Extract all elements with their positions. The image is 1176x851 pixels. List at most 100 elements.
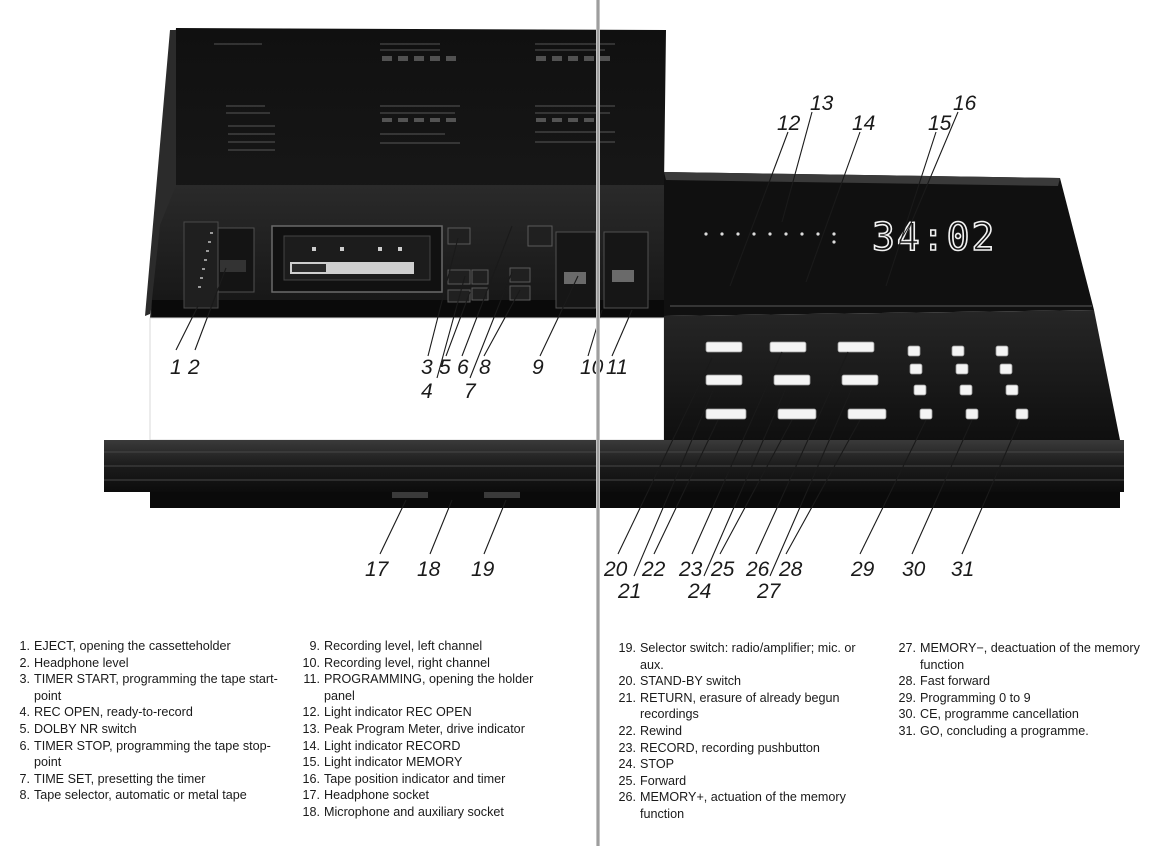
cassette-deck (150, 185, 664, 318)
legend-item-text: Headphone level (34, 655, 129, 670)
callout-numbers: 1 2 3 4 5 6 7 8 9 10 11 12 13 14 15 16 1… (170, 92, 977, 603)
callout-31: 31 (951, 558, 974, 581)
legend-item: 20.STAND-BY switch (616, 673, 878, 690)
legend-item-text: TIMER START, programming the tape start-… (34, 672, 278, 703)
legend-item: 7.TIME SET, presetting the timer (10, 771, 278, 788)
legend-item-text: Tape selector, automatic or metal tape (34, 788, 247, 803)
legend-item-number: 29. (898, 690, 916, 705)
legend-item-text: TIMER STOP, programming the tape stop-po… (34, 738, 271, 770)
legend-item-number: 8. (19, 788, 30, 803)
legend-item: 23. RECORD, recording pushbutton (616, 740, 878, 757)
callout-22: 22 (641, 558, 666, 581)
legend-item-number: 3. (19, 672, 30, 687)
legend-item: 15. Light indicator MEMORY (300, 754, 562, 771)
legend-item-text: CE, programme cancellation (920, 707, 1079, 722)
legend-item-number: 10. (302, 655, 320, 670)
callout-11: 11 (606, 356, 628, 379)
legend-item: 1.EJECT, opening the cassetteholder (10, 638, 278, 655)
legend-item: 3. TIMER START, programming the tape star… (10, 671, 278, 704)
legend-item-number: 15. (302, 755, 320, 770)
legend-item: 8. Tape selector, automatic or metal tape (10, 787, 278, 804)
legend-item-text: Tape position indicator and timer (324, 771, 506, 786)
legend-item: 13. Peak Program Meter, drive indicator (300, 721, 562, 738)
callout-28: 28 (778, 558, 803, 581)
callout-1: 1 (170, 356, 182, 379)
legend-item-number: 26. (618, 790, 636, 805)
legend-item-text: Rewind (640, 723, 682, 738)
legend-item: 25.Forward (616, 773, 878, 790)
legend-item-text: MEMORY−, deactuation of the memory funct… (920, 641, 1140, 672)
legend-item-number: 28. (898, 674, 916, 689)
callout-19: 19 (471, 558, 495, 581)
legend-item: 10. Recording level, right channel (300, 655, 562, 672)
legend-item-number: 19. (618, 641, 636, 655)
legend-column-3: 19. Selector switch: radio/amplifier; mic… (616, 640, 878, 823)
plinth (104, 440, 1124, 508)
legend-item-text: Light indicator RECORD (324, 738, 461, 753)
callout-24: 24 (687, 580, 711, 603)
legend-item: 6. TIMER STOP, programming the tape stop-… (10, 738, 278, 771)
legend-item-text: Light indicator REC OPEN (324, 705, 472, 720)
callout-5: 5 (439, 356, 451, 379)
callout-30: 30 (902, 558, 926, 581)
legend-item-text: MEMORY+, actuation of the memory functio… (640, 790, 846, 821)
timer-display: 34:02 (872, 215, 996, 259)
callout-12: 12 (777, 112, 801, 135)
legend-item-text: Recording level, right channel (324, 655, 490, 670)
leader-lines (175, 111, 1021, 577)
legend-item-text: RECORD, recording pushbutton (640, 740, 820, 755)
legend-item-number: 13. (302, 721, 320, 736)
legend-item-number: 20. (618, 674, 636, 689)
legend-item-number: 22. (618, 723, 636, 738)
legend-item-number: 9. (309, 639, 320, 653)
legend-item: 18.Microphone and auxiliary socket (300, 804, 562, 821)
legend-item: 29.Programming 0 to 9 (896, 690, 1154, 707)
callout-25: 25 (710, 558, 735, 581)
legend-item: 21.RETURN, erasure of already begun reco… (616, 690, 878, 723)
legend-item: 5.DOLBY NR switch (10, 721, 278, 738)
legend-item: 9. Recording level, left channel (300, 638, 562, 655)
legend-item-number: 6. (19, 738, 30, 753)
legend-item-text: Selector switch: radio/amplifier; mic. o… (640, 641, 856, 672)
legend-item-text: Fast forward (920, 674, 990, 689)
legend-item-number: 24. (618, 757, 636, 772)
callout-26: 26 (745, 558, 770, 581)
display-unit: 34:02 (664, 172, 1094, 316)
legend-item-text: REC OPEN, ready-to-record (34, 705, 193, 720)
callout-21: 21 (617, 580, 641, 603)
legend-item-text: Microphone and auxiliary socket (324, 804, 504, 819)
callout-16: 16 (953, 92, 977, 115)
legend-item: 11.PROGRAMMING, opening the holder panel (300, 671, 562, 704)
callout-20: 20 (603, 558, 628, 581)
legend-item: 16.Tape position indicator and timer (300, 771, 562, 788)
legend-item: 26. MEMORY+, actuation of the memory func… (616, 789, 878, 822)
legend-column-2: 9. Recording level, left channel 10. Record… (300, 638, 562, 821)
legend-item-number: 23. (618, 740, 636, 755)
callout-7: 7 (464, 380, 477, 403)
legend-item-number: 14. (302, 738, 320, 753)
legend-item-number: 5. (19, 721, 30, 736)
legend-item-text: Forward (640, 773, 687, 788)
page-gutter (596, 0, 600, 846)
legend-item-text: TIME SET, presetting the timer (34, 771, 206, 786)
legend-column-4: 27.MEMORY−, deactuation of the memory fu… (896, 640, 1154, 740)
legend-item: 17.Headphone socket (300, 787, 562, 804)
callout-23: 23 (678, 558, 703, 581)
callout-6: 6 (457, 356, 469, 379)
front-panel (149, 317, 665, 441)
legend-item-text: EJECT, opening the cassetteholder (34, 639, 231, 653)
legend-item: 24. STOP (616, 756, 878, 773)
legend-item-number: 30. (898, 707, 916, 722)
legend-item-number: 4. (19, 705, 30, 720)
legend-item-text: STOP (640, 757, 675, 772)
keypad-panel (664, 310, 1120, 446)
legend-item-number: 17. (302, 788, 320, 803)
legend-item-text: Light indicator MEMORY (324, 755, 463, 770)
legend-item-text: Peak Program Meter, drive indicator (324, 721, 525, 736)
legend-item-number: 31. (898, 723, 916, 738)
legend-item-text: Recording level, left channel (324, 639, 483, 653)
callout-18: 18 (417, 558, 441, 581)
